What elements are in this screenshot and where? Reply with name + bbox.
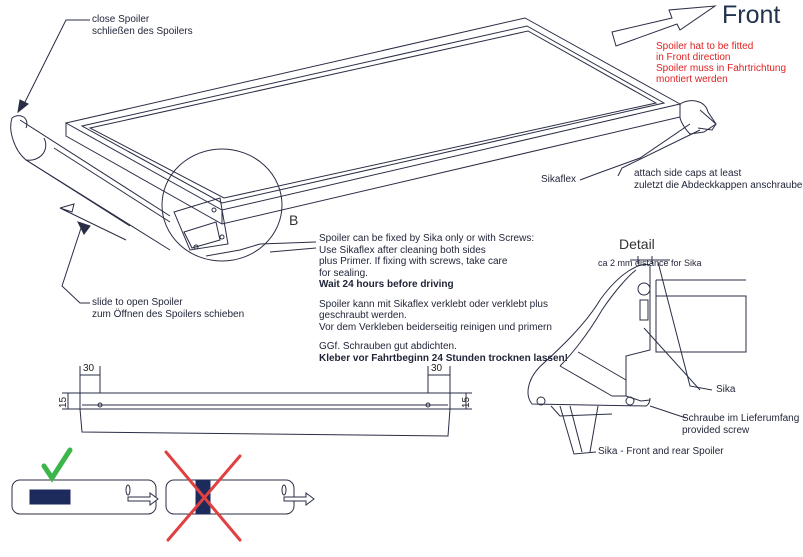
right-end-cap (679, 100, 717, 135)
slide-leader (61, 224, 90, 304)
panel-frame-outer (64, 17, 682, 211)
front-note-en-2: in Front direction (656, 52, 731, 63)
instructions-block: Spoiler can be fixed by Sika only or wit… (319, 233, 568, 364)
instruction-de-2: geschraubt werden. (319, 310, 407, 321)
instruction-de-5: Kleber vor Fahrtbeginn 24 Stunden trockn… (319, 352, 568, 364)
slide-open-en: slide to open Spoiler (92, 297, 183, 308)
dim-right-height: 15 (461, 396, 472, 408)
incorrect-placement-icon (165, 479, 315, 515)
dim-right-width: 30 (431, 363, 443, 374)
instruction-en-2: Use Sikaflex after cleaning both sides (319, 244, 486, 256)
detail-b-label: B (289, 212, 299, 228)
detail-profile (527, 256, 747, 455)
side-caps-de: zuletzt die Abdeckkappen anschrauben (634, 179, 803, 191)
instruction-de-4: GGf. Schrauben gut abdichten. (319, 341, 457, 352)
instruction-en-3: plus Primer. If fixing with screws, take… (319, 256, 508, 267)
spoiler-dimension-drawing (62, 366, 472, 437)
instruction-de-1: Spoiler kann mit Sikaflex verklebt oder … (319, 298, 548, 310)
close-leader (21, 19, 90, 109)
side-caps-en: attach side caps at least (634, 168, 742, 179)
front-note-de-2: montiert werden (656, 74, 728, 85)
spoiler-body (10, 117, 171, 251)
front-note: Spoiler hat to be fitted in Front direct… (656, 41, 786, 85)
dim-left-height: 15 (58, 396, 69, 408)
panel-frame-inner (80, 25, 666, 204)
front-note-de-1: Spoiler muss in Fahrtrichtung (656, 63, 787, 74)
instruction-en-4: for sealing. (319, 267, 368, 279)
detail-sika-label: Sika (716, 384, 736, 395)
detail-screw-en: provided screw (682, 424, 750, 436)
check-icon (41, 447, 73, 483)
slide-open-label: slide to open Spoiler zum Öffnen des Spo… (92, 297, 244, 320)
front-note-en-1: Spoiler hat to be fitted (656, 41, 754, 52)
instruction-en-1: Spoiler can be fixed by Sika only or wit… (319, 233, 535, 244)
front-title: Front (722, 1, 781, 29)
instruction-de-3: Vor dem Verkleben beiderseitig reinigen … (319, 321, 552, 333)
slide-arrow (59, 203, 127, 241)
detail-title: Detail (619, 236, 655, 252)
instruction-en-5: Wait 24 hours before driving (319, 279, 454, 290)
close-spoiler-label: close Spoiler schließen des Spoilers (92, 14, 193, 37)
sikaflex-label: Sikaflex (541, 174, 577, 185)
front-direction-arrow (611, 5, 717, 47)
correct-placement-icon (11, 479, 159, 515)
detail-distance-label: ca 2 mm distance for Sika (598, 258, 702, 268)
slide-open-de: zum Öffnen des Spoilers schieben (92, 308, 245, 320)
detail-b-circle (161, 148, 283, 262)
detail-screw-label: Schraube im Lieferumfang provided screw (682, 413, 799, 436)
close-spoiler-en: close Spoiler (92, 14, 150, 25)
detail-front-rear-label: Sika - Front and rear Spoiler (598, 446, 724, 457)
close-spoiler-de: schließen des Spoilers (92, 25, 193, 37)
cross-icon (164, 450, 242, 542)
panel-glass (88, 30, 658, 199)
detail-screw-de: Schraube im Lieferumfang (682, 413, 800, 424)
side-caps-label: attach side caps at least zuletzt die Ab… (634, 168, 803, 191)
dim-left-width: 30 (83, 363, 95, 374)
